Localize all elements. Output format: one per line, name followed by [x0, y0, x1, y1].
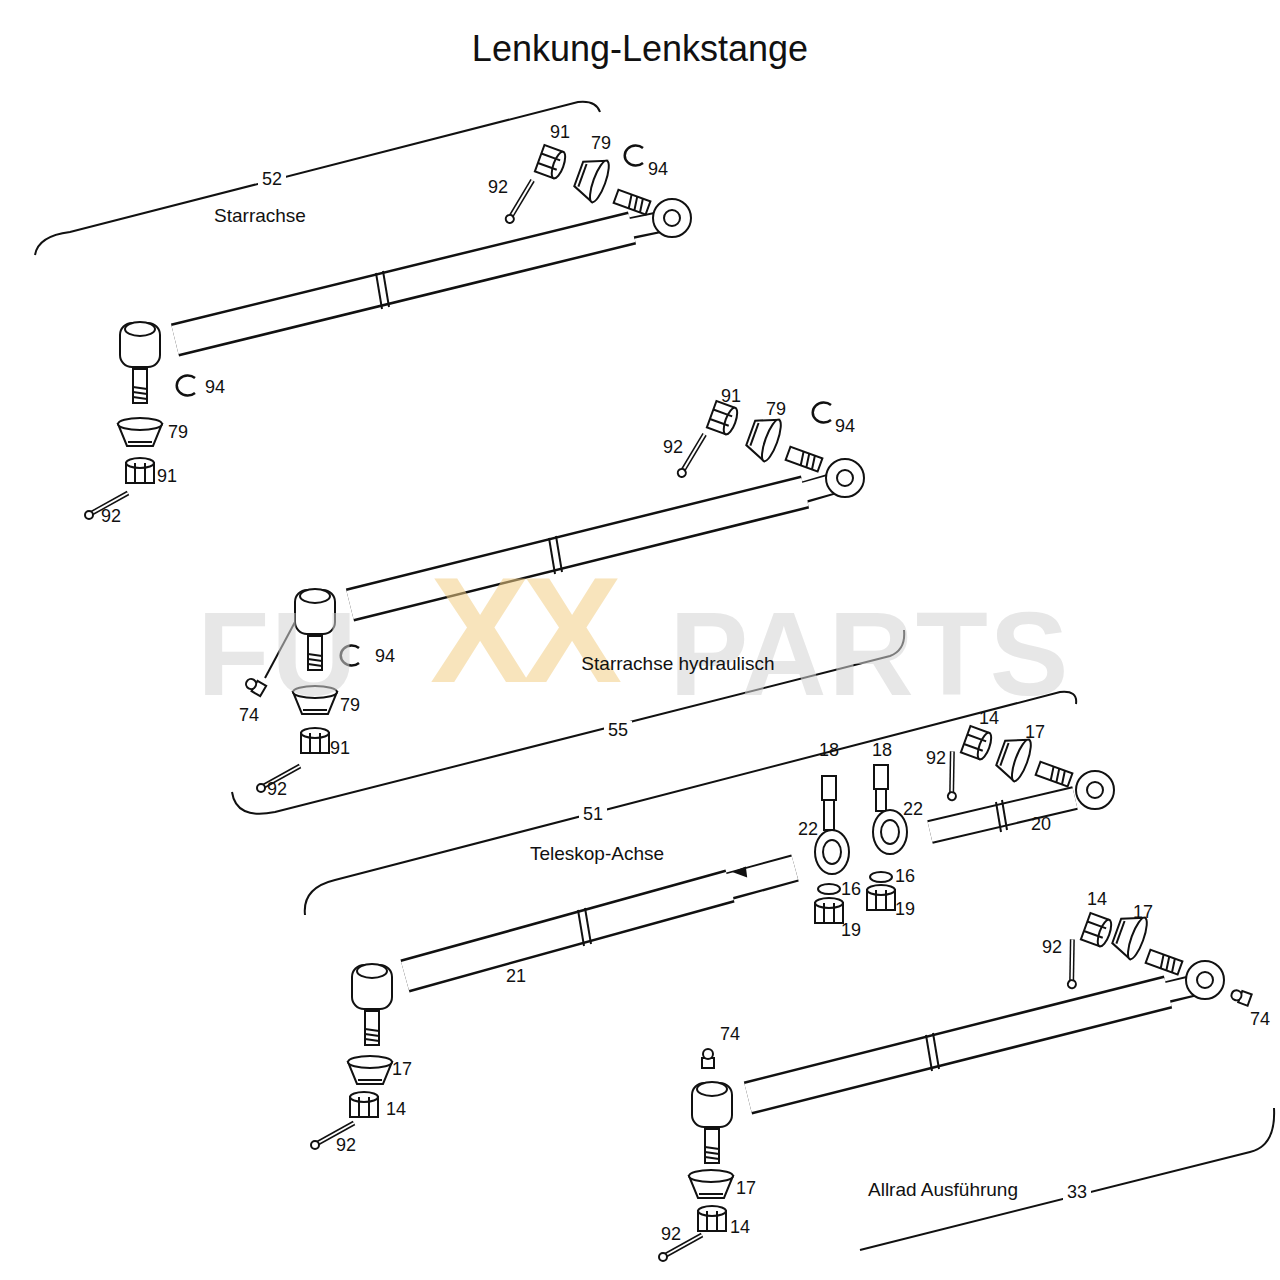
- callout-number: 79: [766, 400, 786, 420]
- callout-number: 17: [1025, 723, 1045, 743]
- callout-number: 55: [604, 721, 632, 741]
- callout-number: 92: [101, 507, 121, 527]
- callout-number: 92: [488, 178, 508, 198]
- callout-number: 92: [1042, 938, 1062, 958]
- group-label: Teleskop-Achse: [530, 844, 664, 865]
- callout-number: 22: [903, 800, 923, 820]
- callout-number: 92: [926, 749, 946, 769]
- group-label: Allrad Ausführung: [868, 1180, 1018, 1201]
- callout-number: 21: [506, 967, 526, 987]
- callout-number: 19: [841, 921, 861, 941]
- group-label: Starrachse: [214, 206, 306, 227]
- callout-number: 14: [979, 709, 999, 729]
- callout-number: 79: [340, 696, 360, 716]
- callout-number: 18: [819, 741, 839, 761]
- callout-number: 16: [841, 880, 861, 900]
- callout-number: 91: [550, 123, 570, 143]
- callout-number: 18: [872, 741, 892, 761]
- callout-number: 14: [1087, 890, 1107, 910]
- callout-number: 33: [1063, 1183, 1091, 1203]
- callout-number: 17: [1133, 903, 1153, 923]
- callout-number: 74: [239, 706, 259, 726]
- callout-number: 94: [375, 647, 395, 667]
- callout-number: 51: [579, 805, 607, 825]
- callout-number: 52: [258, 170, 286, 190]
- watermark: XX: [430, 548, 614, 713]
- callout-number: 22: [798, 820, 818, 840]
- callout-number: 20: [1031, 815, 1051, 835]
- group-label: Starrachse hydraulisch: [581, 654, 774, 675]
- callout-number: 92: [663, 438, 683, 458]
- callout-number: 16: [895, 867, 915, 887]
- callout-number: 14: [386, 1100, 406, 1120]
- callout-number: 91: [157, 467, 177, 487]
- callout-number: 94: [835, 417, 855, 437]
- callout-number: 92: [336, 1136, 356, 1156]
- callout-number: 17: [736, 1179, 756, 1199]
- callout-number: 92: [267, 780, 287, 800]
- callout-number: 74: [1250, 1010, 1270, 1030]
- title: Lenkung-Lenkstange: [0, 28, 1280, 70]
- callout-number: 79: [591, 134, 611, 154]
- callout-number: 19: [895, 900, 915, 920]
- callout-number: 79: [168, 423, 188, 443]
- callout-number: 91: [330, 739, 350, 759]
- callout-number: 91: [721, 387, 741, 407]
- callout-number: 17: [392, 1060, 412, 1080]
- callout-number: 94: [648, 160, 668, 180]
- watermark: FU: [197, 590, 358, 720]
- callout-number: 92: [661, 1225, 681, 1245]
- callout-number: 14: [730, 1218, 750, 1238]
- callout-number: 94: [205, 378, 225, 398]
- callout-number: 74: [720, 1025, 740, 1045]
